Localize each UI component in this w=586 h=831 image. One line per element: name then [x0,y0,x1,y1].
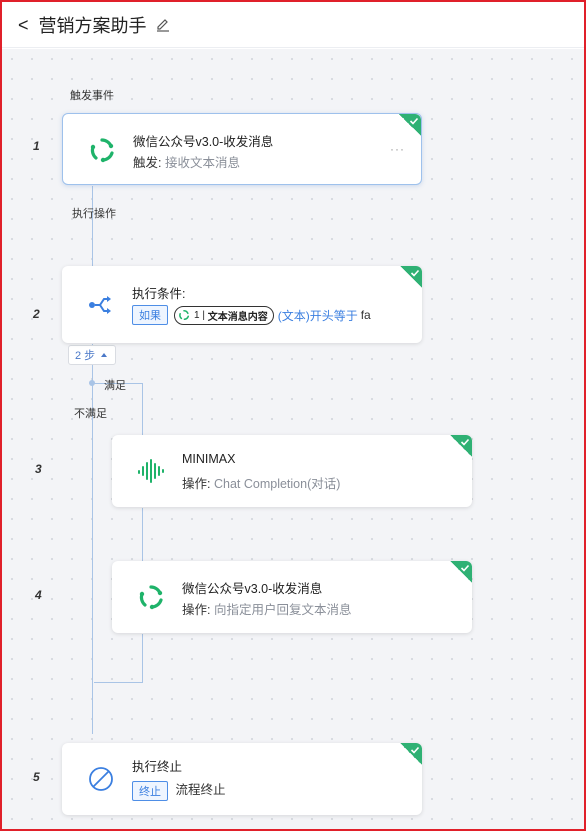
step-key: 操作: [182,477,211,491]
steps-toggle[interactable]: 2 步 [68,345,117,365]
step-value: 向指定用户回复文本消息 [213,603,352,617]
variable-step-number: 1 [194,309,200,321]
step-card-end[interactable]: 执行终止 终止 流程终止 [62,743,422,815]
merge-h [94,682,143,683]
completed-check-icon [450,561,472,583]
step-number-2: 2 [33,307,40,321]
step-value: Chat Completion(对话) [213,477,341,491]
variable-name: 文本消息内容 [207,311,268,323]
condition-operator: (文本)开头等于 [277,308,358,323]
step-subtitle: 终止 流程终止 [132,779,226,801]
stop-icon [87,765,115,793]
step-card-trigger[interactable]: 微信公众号v3.0-收发消息 触发: 接收文本消息 ··· [62,113,422,185]
connector-1-2 [92,186,93,266]
step-key: 操作: [182,603,211,617]
branch-yes-v [142,383,143,435]
completed-check-icon [400,743,422,765]
step-subtitle: 触发: 接收文本消息 [133,152,240,171]
page-title: 营销方案助手 [38,15,147,36]
steps-toggle-label: 2 步 [75,350,96,362]
condition-value: fa [360,308,371,322]
if-tag: 如果 [132,305,168,325]
branch-yes-h [92,383,142,384]
completed-check-icon [450,435,472,457]
step-subtitle: 操作: Chat Completion(对话) [182,473,340,492]
step-number-4: 4 [35,588,42,602]
step-title: MINIMAX [182,452,236,466]
branch-dot [89,380,95,386]
connector-2-down [92,344,93,734]
branch-yes-label: 满足 [104,380,126,392]
back-button[interactable]: < [18,14,29,35]
step-title: 微信公众号v3.0-收发消息 [182,582,323,596]
branch-no-label: 不满足 [74,408,107,420]
step-subtitle: 操作: 向指定用户回复文本消息 [182,599,351,618]
step-number-3: 3 [35,462,42,476]
waveform-icon [137,457,165,485]
step-value: 接收文本消息 [164,156,240,170]
caret-up-icon [101,353,108,357]
step-title: 执行终止 [132,760,183,774]
variable-pill: 1 | 文本消息内容 [174,305,274,325]
end-tag: 终止 [132,780,168,801]
wechat-official-icon [88,136,116,164]
step-card-minimax[interactable]: MINIMAX 操作: Chat Completion(对话) [112,435,472,507]
step-title: 微信公众号v3.0-收发消息 [133,135,274,149]
completed-check-icon [400,266,422,288]
more-options-icon[interactable]: ··· [390,142,405,156]
step-value: 流程终止 [175,783,226,797]
step-title: 执行条件: [132,287,186,301]
step-number-5: 5 [33,770,40,784]
exec-label: 执行操作 [72,208,116,220]
step-key: 触发: [133,156,162,170]
trigger-label: 触发事件 [70,90,114,102]
branch-icon [87,291,115,319]
connector-4-end [142,634,143,682]
step-number-1: 1 [33,139,40,153]
completed-check-icon [399,114,421,136]
edit-icon[interactable] [155,17,171,33]
connector-3-4 [142,508,143,561]
step-card-reply[interactable]: 微信公众号v3.0-收发消息 操作: 向指定用户回复文本消息 [112,561,472,633]
workflow-canvas[interactable]: 触发事件 执行操作 满足 不满足 2 步 1 2 3 4 5 微信公众号v3.0… [2,49,584,829]
wechat-official-icon [137,583,165,611]
wechat-official-icon [179,309,190,321]
header: < 营销方案助手 [2,2,584,48]
